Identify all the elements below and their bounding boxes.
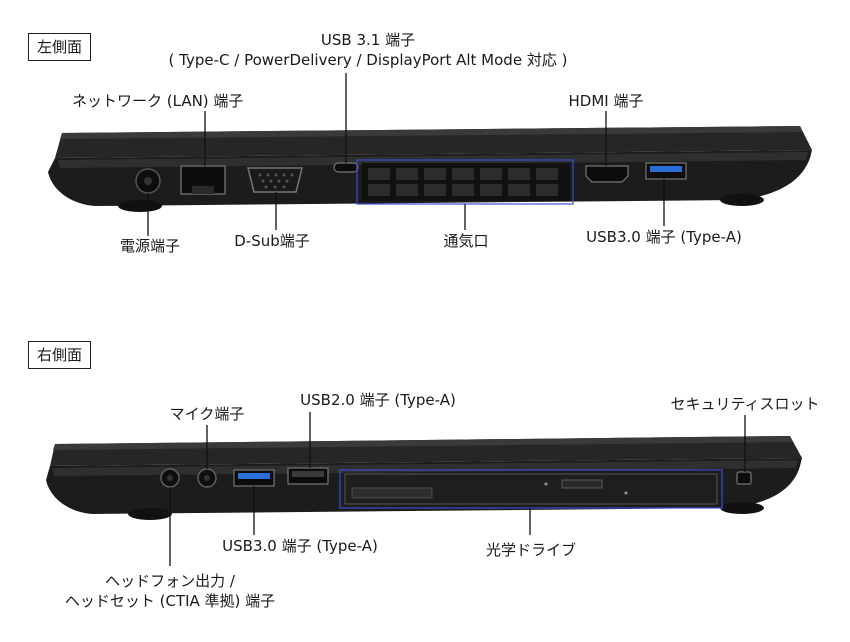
headset-jack [160, 468, 180, 488]
vent-grille [362, 163, 570, 201]
optical-drive-label: 光学ドライブ [485, 541, 577, 559]
optical-drive [344, 473, 718, 505]
usb31-label-line2: ( Type-C / PowerDelivery / DisplayPort A… [168, 51, 568, 69]
dsub-port [247, 167, 303, 193]
dsub-label: D-Sub端子 [234, 232, 310, 250]
usb31-label-line1: USB 3.1 端子 [320, 31, 416, 49]
hdmi-port [585, 165, 629, 183]
lan-label: ネットワーク (LAN) 端子 [72, 92, 244, 110]
usb-c-port [333, 162, 359, 173]
usb30-left-label: USB3.0 端子 (Type-A) [586, 228, 742, 246]
mic-jack [197, 468, 217, 488]
mic-label: マイク端子 [169, 405, 245, 423]
power-jack [135, 168, 161, 194]
right-leader-lines [169, 412, 746, 566]
headset-label-line2: ヘッドセット (CTIA 準拠) 端子 [64, 592, 276, 610]
right-side-title: 右側面 [28, 341, 92, 369]
security-slot [736, 471, 752, 485]
headset-label-line1: ヘッドフォン出力 / [105, 572, 235, 590]
usb20-label: USB2.0 端子 (Type-A) [300, 391, 456, 409]
lan-port [180, 165, 226, 195]
usb30-port-left [645, 162, 687, 180]
usb30-port-right [233, 469, 275, 487]
hdmi-label: HDMI 端子 [568, 92, 644, 110]
vent-label: 通気口 [443, 232, 489, 250]
usb20-port [287, 467, 329, 485]
left-side-title: 左側面 [28, 33, 92, 61]
usb30-right-label: USB3.0 端子 (Type-A) [222, 537, 378, 555]
power-label: 電源端子 [119, 237, 181, 255]
security-slot-label: セキュリティスロット [670, 395, 820, 413]
left-leader-lines [147, 73, 665, 236]
optical-drive-outline [339, 469, 723, 509]
